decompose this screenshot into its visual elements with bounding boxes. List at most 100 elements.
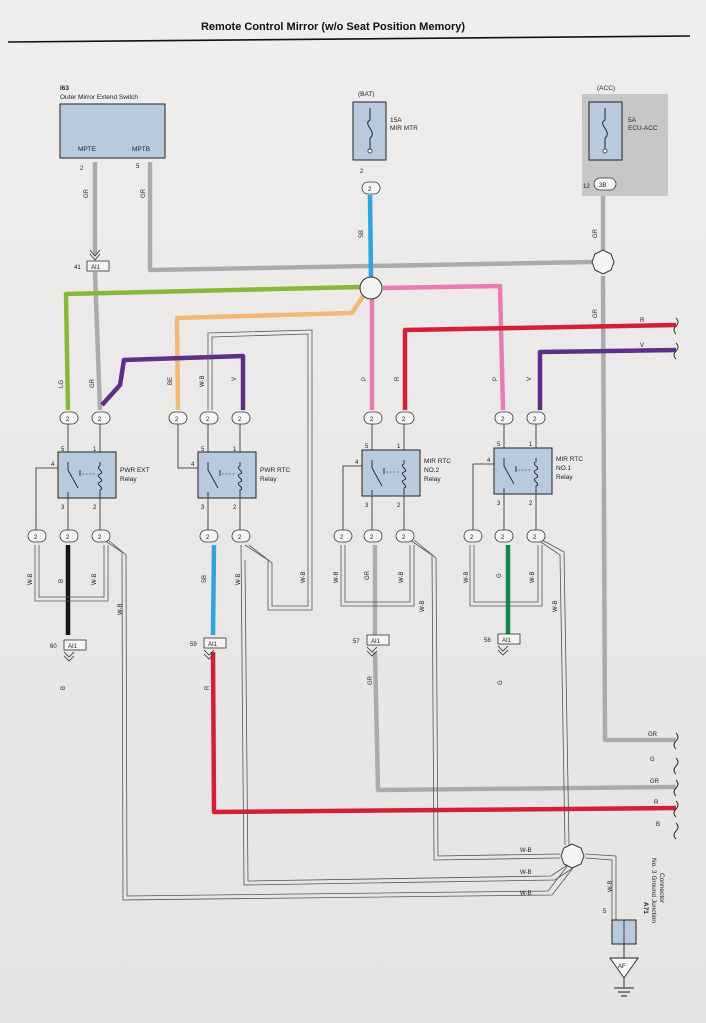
svg-text:SB: SB: [202, 575, 208, 583]
r2-pin3: 3: [201, 505, 205, 511]
conn-bot-9: 2: [470, 535, 474, 541]
red-wires: [210, 322, 677, 815]
acc-connector: [593, 177, 617, 191]
r4-pin4: 4: [487, 458, 491, 464]
r3-pin5: 5: [365, 444, 369, 450]
svg-text:GR: GR: [90, 378, 96, 388]
ai1-label-58: AI1: [502, 638, 512, 644]
r3-pin4: 4: [355, 460, 359, 466]
ai1-label-41: AI1: [91, 265, 101, 271]
conn-top-1: 2: [66, 417, 70, 423]
acc-fuse-name: ECU-ACC: [628, 125, 658, 132]
wire-label-gr-acc-lower: GR: [593, 308, 599, 318]
switch-code: I63: [60, 85, 69, 92]
top-connectors: [59, 411, 546, 425]
conn-bot-1: 2: [34, 535, 38, 541]
r3-pin1: 1: [397, 444, 401, 450]
ground-code: A71: [642, 902, 649, 914]
ai1-num-41: 41: [74, 265, 81, 271]
svg-text:W-B: W-B: [118, 603, 124, 615]
svg-text:V: V: [232, 377, 238, 381]
svg-text:W-B: W-B: [399, 571, 405, 583]
conn-bot-6: 2: [340, 535, 344, 541]
svg-text:G: G: [497, 573, 503, 578]
wire-label-gr-switch-b: GR: [141, 188, 147, 198]
relay3-name2: NO.2: [424, 467, 440, 474]
svg-text:W-B: W-B: [553, 600, 559, 612]
acc-source: (ACC): [597, 85, 615, 92]
r4-pin3: 3: [497, 501, 501, 507]
conn-bot-3: 2: [98, 535, 102, 541]
svg-text:B: B: [61, 686, 67, 690]
r1-pin3: 3: [61, 505, 65, 511]
svg-text:GR: GR: [368, 675, 374, 685]
switch-pin-num-5: 5: [136, 164, 140, 170]
vertical-wire-labels: LG GR BE W-B V P R P V W-B B W-B W-B SB …: [28, 375, 614, 892]
svg-text:R: R: [640, 318, 645, 324]
svg-text:W-B: W-B: [530, 571, 536, 583]
acc-fuse-rating: 5A: [628, 117, 637, 124]
ground-name1: No. 3 Ground Junction: [650, 858, 657, 923]
svg-text:W-B: W-B: [92, 573, 98, 585]
r2-pin5: 5: [201, 447, 205, 453]
svg-text:B: B: [59, 579, 65, 583]
conn-top-7: 2: [402, 417, 406, 423]
r4-pin5: 5: [497, 442, 501, 448]
relay1-name2: Relay: [120, 476, 137, 483]
ai1-label-59: AI1: [208, 642, 218, 648]
conn-bot-11: 2: [533, 535, 537, 541]
ground-name2: Connector: [658, 873, 665, 904]
conn-bot-7: 2: [370, 535, 374, 541]
title-rule: [7, 35, 691, 43]
switch-name: Outer Mirror Extend Switch: [60, 94, 138, 101]
r3-pin3: 3: [365, 503, 369, 509]
conn-top-9: 2: [533, 417, 537, 423]
conn-top-8: 2: [501, 417, 505, 423]
ai1-label-60: AI1: [68, 644, 78, 650]
conn-bot-4: 2: [206, 535, 210, 541]
r1-pin5: 5: [61, 447, 65, 453]
svg-text:W-B: W-B: [236, 573, 242, 585]
relay2-name1: PWR RTC: [260, 467, 291, 474]
svg-text:W-B: W-B: [520, 891, 532, 897]
conn-top-3: 2: [175, 417, 179, 423]
r2-pin4: 4: [191, 462, 195, 468]
diagram-title: Remote Control Mirror (w/o Seat Position…: [201, 21, 465, 33]
r4-pin1: 1: [529, 442, 533, 448]
bat-pin: 2: [360, 169, 364, 175]
bat-connector: [361, 181, 381, 195]
be-wire: [174, 294, 365, 411]
wb-ground-wires: [34, 329, 617, 920]
r4-pin2: 2: [529, 501, 533, 507]
relay-mir-rtc-no1: [493, 447, 553, 495]
bottom-connectors: [27, 529, 546, 543]
ai1-num-60: 60: [50, 644, 57, 650]
sb-blue-wires: [210, 194, 374, 636]
svg-text:W-B: W-B: [334, 571, 340, 583]
svg-text:V: V: [527, 377, 533, 381]
wire-label-gr-switch: GR: [84, 188, 90, 198]
acc-pin: 12: [583, 184, 590, 190]
relay4-name1: MIR RTC: [556, 456, 583, 463]
svg-text:W-B: W-B: [28, 573, 34, 585]
violet-wires: [100, 347, 677, 410]
svg-text:W-B: W-B: [520, 848, 532, 854]
ground-af-triangle: [609, 957, 639, 979]
splice-ground: [560, 843, 585, 869]
svg-text:W-B: W-B: [608, 880, 614, 892]
ground-pin: 5: [603, 909, 607, 915]
svg-text:W-B: W-B: [301, 571, 307, 583]
ground-af: AF: [618, 964, 626, 970]
splice-upper: [359, 276, 383, 300]
relay2-name2: Relay: [260, 476, 277, 483]
r1-pin2: 2: [93, 505, 97, 511]
svg-text:R: R: [654, 800, 659, 806]
relay4-name3: Relay: [556, 474, 573, 481]
svg-text:P: P: [362, 377, 368, 381]
r2-pin2: 2: [233, 505, 237, 511]
ai1-connector-41: [86, 260, 110, 272]
bat-connector-num: 2: [368, 187, 372, 193]
svg-text:V: V: [640, 343, 644, 349]
switch-pin-num-2: 2: [80, 166, 84, 172]
